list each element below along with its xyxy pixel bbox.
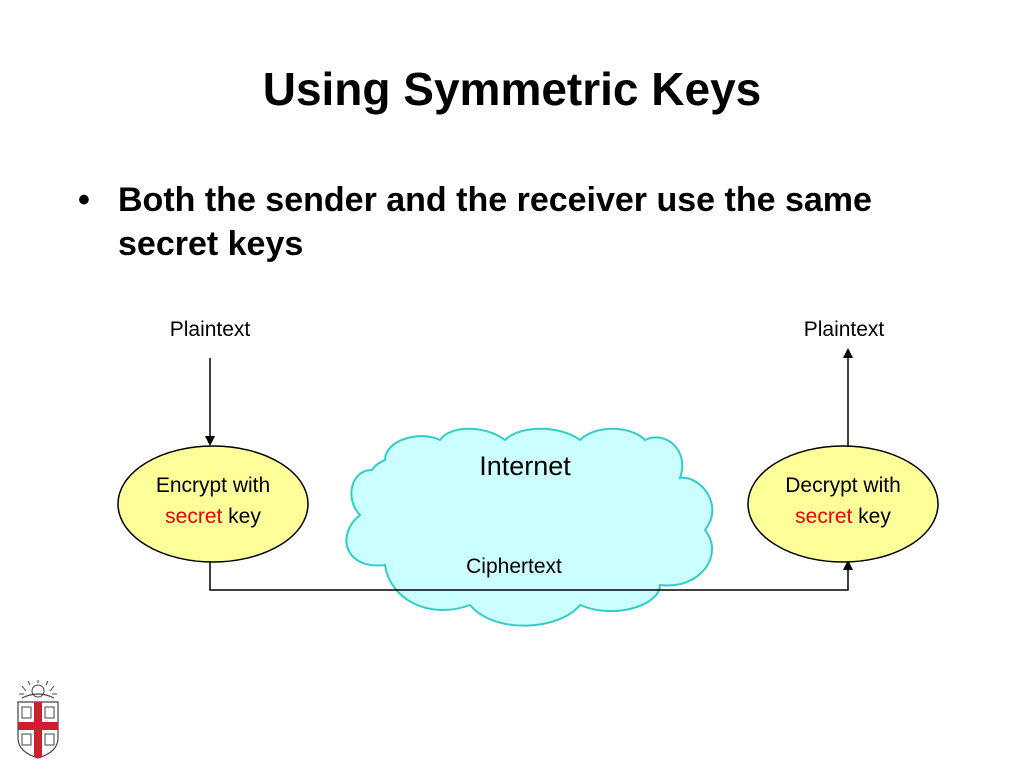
encrypt-node-emphasis: secret bbox=[165, 505, 222, 528]
encrypt-node-line1: Encrypt with bbox=[156, 474, 270, 497]
internet-label: Internet bbox=[479, 451, 571, 481]
bullet-text: Both the sender and the receiver use the… bbox=[118, 181, 872, 263]
shield-crest-logo bbox=[17, 680, 59, 759]
sender-plaintext-label: Plaintext bbox=[170, 318, 251, 341]
encrypt-node-line2: secret key bbox=[165, 505, 261, 528]
ciphertext-label: Ciphertext bbox=[466, 555, 562, 578]
decrypt-node-suffix: key bbox=[852, 505, 891, 528]
internet-cloud bbox=[345, 427, 714, 627]
encrypt-node bbox=[117, 445, 309, 563]
slide-title: Using Symmetric Keys bbox=[262, 63, 762, 115]
bullet-symbol: • bbox=[78, 181, 90, 219]
ciphertext-connector bbox=[209, 560, 853, 591]
encrypt-node-suffix: key bbox=[222, 505, 261, 528]
decrypt-node bbox=[747, 445, 939, 563]
decrypt-node-emphasis: secret bbox=[795, 505, 852, 528]
decrypt-node-line1: Decrypt with bbox=[785, 474, 901, 497]
decrypt-node-line2: secret key bbox=[795, 505, 891, 528]
receiver-plaintext-label: Plaintext bbox=[804, 318, 885, 341]
shield-icon bbox=[17, 701, 59, 759]
sun-crest-icon bbox=[19, 680, 57, 699]
